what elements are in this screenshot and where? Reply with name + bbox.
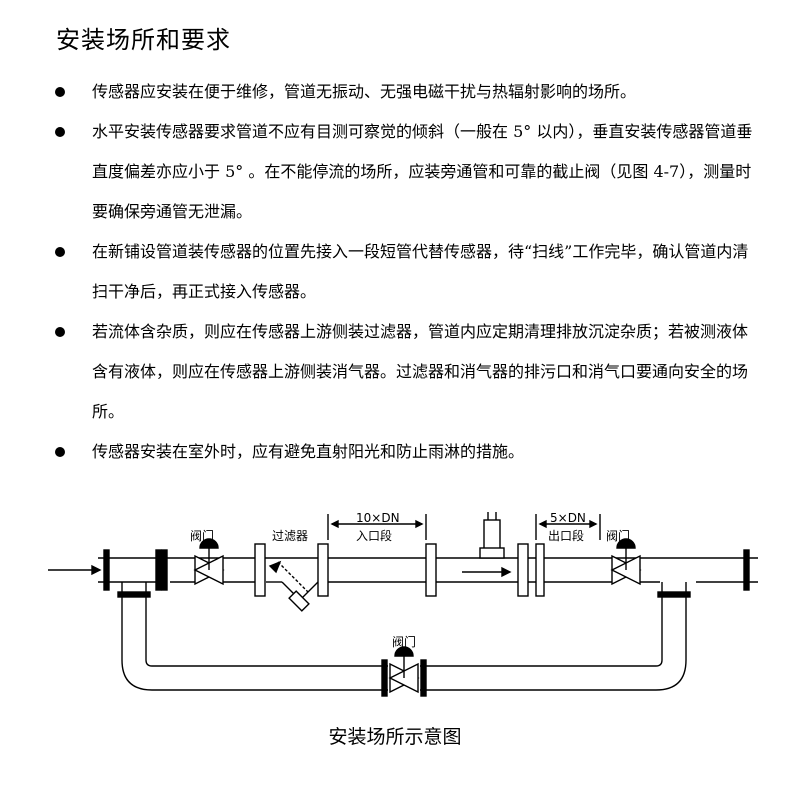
label-inlet-length: 10×DN	[356, 511, 400, 525]
label-inlet-section: 入口段	[356, 528, 392, 543]
list-item: 在新铺设管道装传感器的位置先接入一段短管代替传感器，待“扫线”工作完毕，确认管道…	[0, 232, 790, 312]
label-valve-bypass: 阀门	[392, 634, 416, 649]
list-item-text: 在新铺设管道装传感器的位置先接入一段短管代替传感器，待“扫线”工作完毕，确认管道…	[92, 242, 749, 301]
bullet-icon	[55, 247, 65, 257]
list-item: 传感器安装在室外时，应有避免直射阳光和防止雨淋的措施。	[0, 432, 790, 472]
list-item: 水平安装传感器要求管道不应有目测可察觉的倾斜（一般在 5° 以内），垂直安装传感…	[0, 112, 790, 232]
list-item-text: 若流体含杂质，则应在传感器上游侧装过滤器，管道内应定期清理排放沉淀杂质；若被测液…	[92, 322, 749, 421]
page-title: 安装场所和要求	[56, 26, 231, 54]
bullet-icon	[55, 447, 65, 457]
label-filter: 过滤器	[272, 529, 308, 543]
list-item-text: 传感器安装在室外时，应有避免直射阳光和防止雨淋的措施。	[92, 442, 525, 461]
bullet-icon	[55, 127, 65, 137]
bullet-icon	[55, 87, 65, 97]
list-item-text: 水平安装传感器要求管道不应有目测可察觉的倾斜（一般在 5° 以内），垂直安装传感…	[92, 122, 753, 221]
requirements-list: 传感器应安装在便于维修，管道无振动、无强电磁干扰与热辐射影响的场所。 水平安装传…	[0, 72, 790, 472]
installation-diagram: 阀门 过滤器 10×DN 入口段 5×DN 出口段 阀门 阀门	[48, 511, 758, 697]
label-outlet-section: 出口段	[548, 528, 584, 543]
figure-caption: 安装场所示意图	[328, 726, 462, 748]
list-item: 若流体含杂质，则应在传感器上游侧装过滤器，管道内应定期清理排放沉淀杂质；若被测液…	[0, 312, 790, 432]
list-item: 传感器应安装在便于维修，管道无振动、无强电磁干扰与热辐射影响的场所。	[0, 72, 790, 112]
label-valve-left: 阀门	[190, 528, 214, 543]
bullet-icon	[55, 327, 65, 337]
list-item-text: 传感器应安装在便于维修，管道无振动、无强电磁干扰与热辐射影响的场所。	[92, 82, 637, 101]
label-valve-right: 阀门	[606, 528, 630, 543]
label-outlet-length: 5×DN	[550, 511, 586, 525]
